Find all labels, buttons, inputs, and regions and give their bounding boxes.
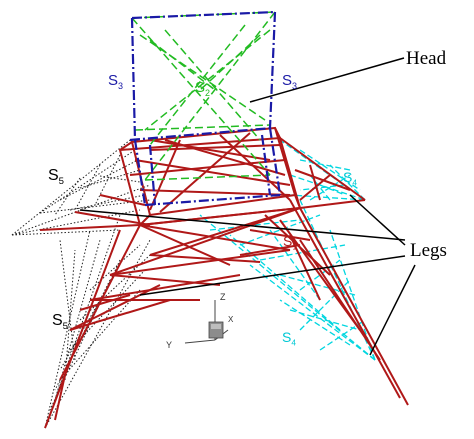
label-s3-left: S3 bbox=[108, 72, 123, 91]
head-label: Head bbox=[406, 48, 447, 69]
label-s5-lower: S5 bbox=[52, 312, 68, 332]
legs-leader-line-2 bbox=[349, 194, 406, 246]
axis-y-label: Y bbox=[166, 340, 172, 350]
legs-leader-line-1 bbox=[79, 209, 406, 241]
head-leader-line bbox=[249, 57, 405, 103]
label-s3-right: S3 bbox=[282, 72, 297, 91]
axis-z-label: Z bbox=[220, 292, 226, 302]
label-s2-top: S2 bbox=[195, 79, 210, 98]
label-s1-lower: S1 bbox=[283, 233, 297, 252]
legs-leader-line-3 bbox=[139, 255, 406, 296]
leader-lines bbox=[79, 57, 416, 356]
blue-head-frame bbox=[129, 10, 282, 207]
green-head-bracing bbox=[131, 11, 276, 181]
legs-leader-line-4 bbox=[369, 264, 416, 356]
label-s4-lower: S4 bbox=[282, 329, 296, 348]
label-s5-upper: S5 bbox=[48, 167, 64, 187]
legs-label: Legs bbox=[410, 240, 447, 261]
axis-x-label: X bbox=[228, 315, 234, 324]
section-labels: S3 S3 S2 S5 S5 S4 S4 S1 bbox=[48, 72, 357, 348]
label-s4-upper: S4 bbox=[343, 169, 357, 188]
axis-triad: Z X Y bbox=[166, 292, 234, 350]
red-members bbox=[39, 126, 409, 429]
